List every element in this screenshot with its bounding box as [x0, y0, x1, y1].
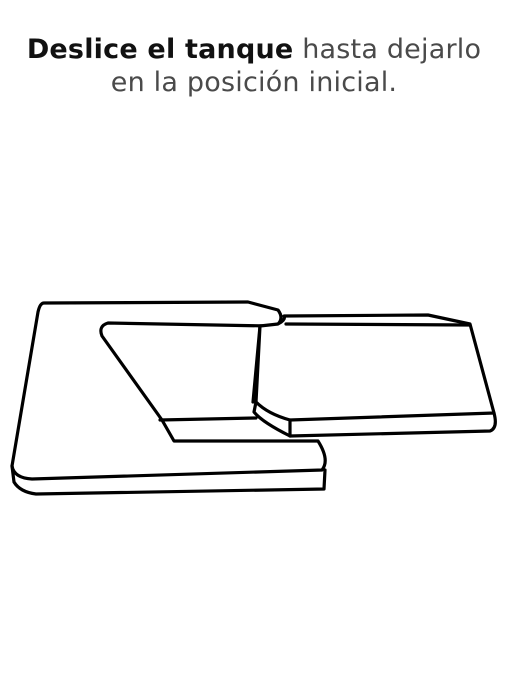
- base-frame-inner-ledge: [158, 416, 258, 422]
- tank-top: [254, 313, 496, 422]
- base-frame-edge: [10, 464, 327, 496]
- instruction-light-line1: hasta dejarlo: [293, 34, 482, 65]
- instruction-light-line2: en la posición inicial.: [110, 66, 398, 98]
- instruction-bold: Deslice el tanque: [26, 34, 294, 65]
- tank-back-edge: [284, 322, 472, 327]
- instruction-text: Deslice el tanque hasta dejarlo en la po…: [0, 34, 508, 100]
- tank-piece: [252, 313, 497, 438]
